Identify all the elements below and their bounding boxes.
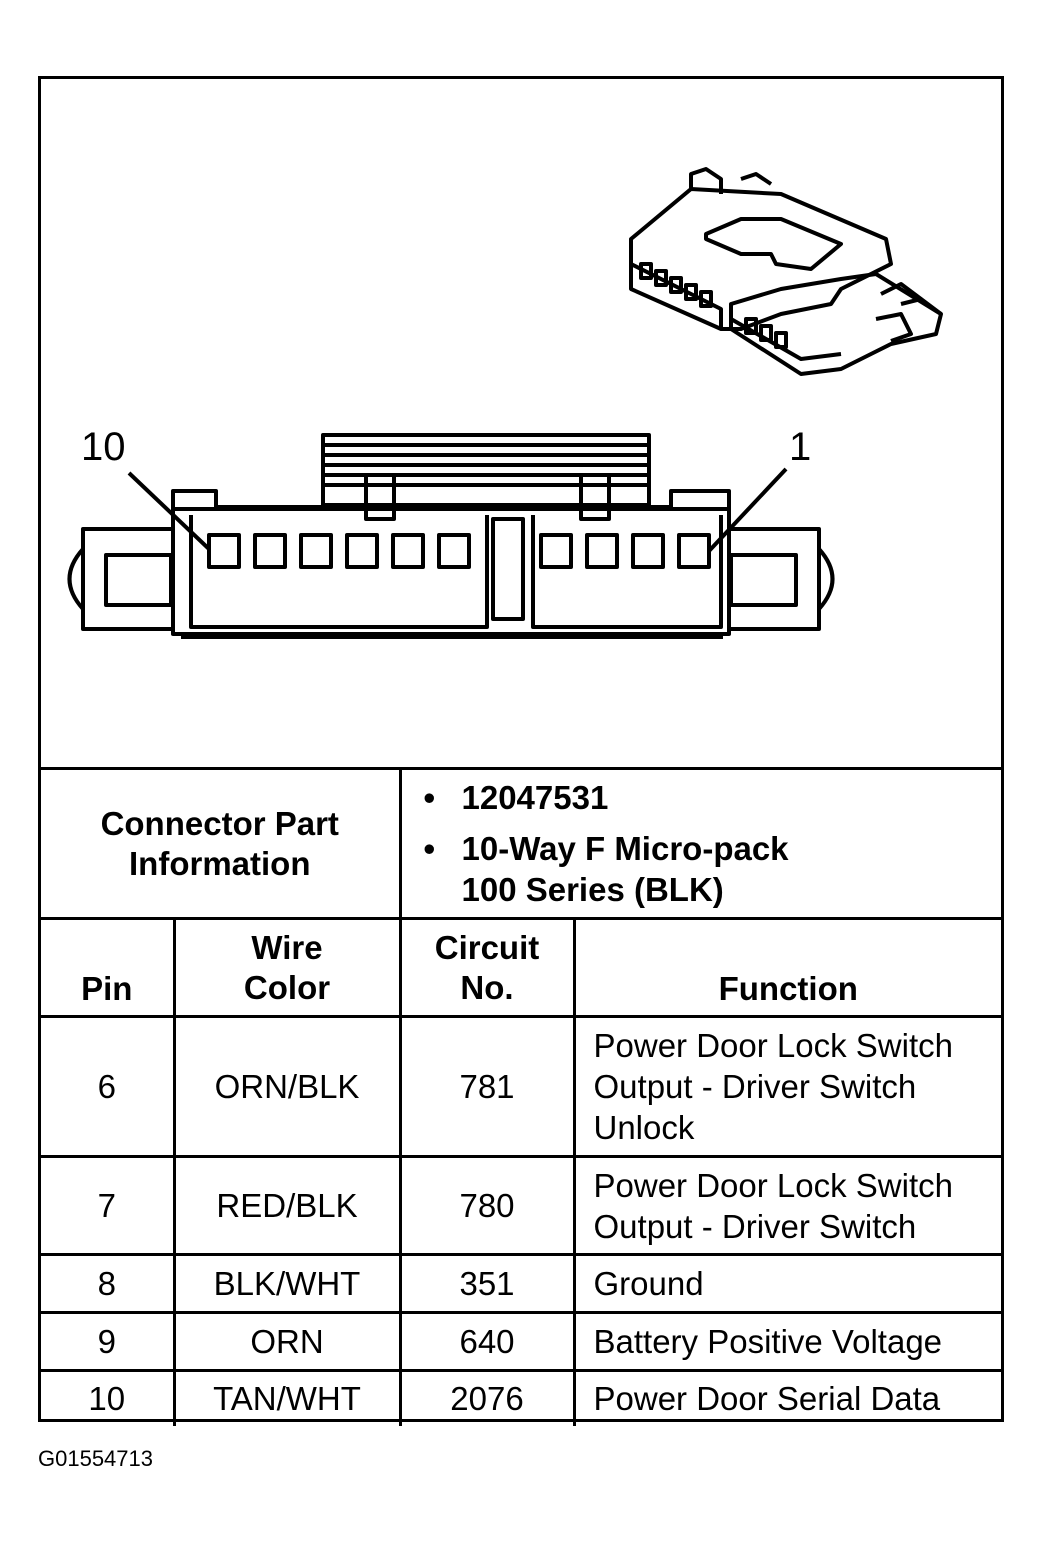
table-row: 7 RED/BLK 780 Power Door Lock Switch Out… xyxy=(41,1155,1001,1256)
cell-pin: 9 xyxy=(41,1311,176,1372)
cell-pin: 6 xyxy=(41,1015,176,1158)
connector-info-values: 12047531 10-Way F Micro-pack 100 Series … xyxy=(398,767,1002,920)
table-row: 6 ORN/BLK 781 Power Door Lock Switch Out… xyxy=(41,1015,1001,1158)
cell-wire-color: ORN/BLK xyxy=(172,1015,402,1158)
connector-pinout-table: Connector Part Information 12047531 10-W… xyxy=(41,767,1001,1426)
connector-face-view xyxy=(67,433,835,639)
cell-pin: 10 xyxy=(41,1369,176,1426)
header-pin: Pin xyxy=(41,917,176,1018)
pin-10-label: 10 xyxy=(81,425,126,469)
cell-wire-color: RED/BLK xyxy=(172,1155,402,1256)
connector-description: 10-Way F Micro-pack 100 Series (BLK) xyxy=(424,828,842,910)
cell-circuit: 781 xyxy=(398,1015,576,1158)
connector-drawing: 10 1 xyxy=(41,79,1001,767)
figure-id: G01554713 xyxy=(38,1446,153,1471)
cell-pin: 8 xyxy=(41,1253,176,1314)
cell-circuit: 780 xyxy=(398,1155,576,1256)
header-wire-color: Wire Color xyxy=(172,917,402,1018)
cell-circuit: 351 xyxy=(398,1253,576,1314)
cell-wire-color: ORN xyxy=(172,1311,402,1372)
cell-circuit: 2076 xyxy=(398,1369,576,1426)
connector-isometric-view xyxy=(629,167,943,376)
cell-function: Battery Positive Voltage xyxy=(572,1311,1001,1372)
cell-wire-color: TAN/WHT xyxy=(172,1369,402,1426)
header-function: Function xyxy=(572,917,1001,1018)
cell-function: Power Door Serial Data xyxy=(572,1369,1001,1426)
cell-function: Power Door Lock Switch Output - Driver S… xyxy=(572,1015,1001,1158)
diagram-frame: 10 1 Connector Part Information 12047531… xyxy=(38,76,1004,1426)
cell-circuit: 640 xyxy=(398,1311,576,1372)
cell-wire-color: BLK/WHT xyxy=(172,1253,402,1314)
header-circuit-no: Circuit No. xyxy=(398,917,576,1018)
connector-illustration xyxy=(67,167,943,639)
table-header-row: Pin Wire Color Circuit No. Function xyxy=(41,917,1001,1018)
part-number: 12047531 xyxy=(424,777,1002,818)
pin-1-label: 1 xyxy=(789,425,812,469)
cell-pin: 7 xyxy=(41,1155,176,1256)
table-row: 8 BLK/WHT 351 Ground xyxy=(41,1253,1001,1314)
connector-info-row: Connector Part Information 12047531 10-W… xyxy=(41,767,1002,920)
cell-function: Power Door Lock Switch Output - Driver S… xyxy=(572,1155,1001,1256)
table-row: 9 ORN 640 Battery Positive Voltage xyxy=(41,1311,1001,1372)
connector-info-label: Connector Part Information xyxy=(41,767,402,920)
cell-function: Ground xyxy=(572,1253,1001,1314)
table-row: 10 TAN/WHT 2076 Power Door Serial Data xyxy=(41,1369,1001,1426)
